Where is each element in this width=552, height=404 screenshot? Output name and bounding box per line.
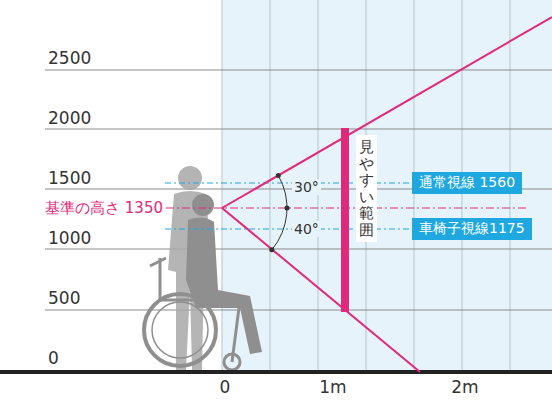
distance-label: 2m bbox=[451, 377, 478, 397]
angle-label: 40° bbox=[292, 221, 321, 237]
scale-lines bbox=[45, 70, 552, 310]
reference-height: 基準の高さ 1350 bbox=[45, 199, 163, 218]
ground-line bbox=[0, 370, 552, 374]
angle-arc bbox=[272, 176, 287, 250]
axis-value: 2500 bbox=[48, 48, 91, 68]
visible-range-bar bbox=[341, 128, 349, 312]
distance-label: 0 bbox=[220, 377, 231, 397]
range-label: 見やすい範囲 bbox=[356, 135, 377, 242]
distance-label: 1m bbox=[319, 377, 346, 397]
sightline-label: 通常視線 1560 bbox=[419, 174, 515, 192]
axis-value: 1500 bbox=[48, 168, 91, 188]
axis-value: 2000 bbox=[48, 108, 91, 128]
sightline-box: 車椅子視線1175 bbox=[412, 218, 532, 240]
sightline-box: 通常視線 1560 bbox=[412, 172, 522, 194]
panel bbox=[222, 0, 552, 372]
angle-dots bbox=[269, 173, 289, 252]
wheelchair-user bbox=[144, 194, 262, 370]
view-cone bbox=[222, 17, 552, 372]
sightline-label: 車椅子視線1175 bbox=[419, 220, 525, 238]
axis-value: 0 bbox=[48, 348, 59, 368]
angle-label: 30° bbox=[292, 179, 321, 195]
axis-value: 1000 bbox=[48, 228, 91, 248]
axis-value: 500 bbox=[48, 288, 80, 308]
